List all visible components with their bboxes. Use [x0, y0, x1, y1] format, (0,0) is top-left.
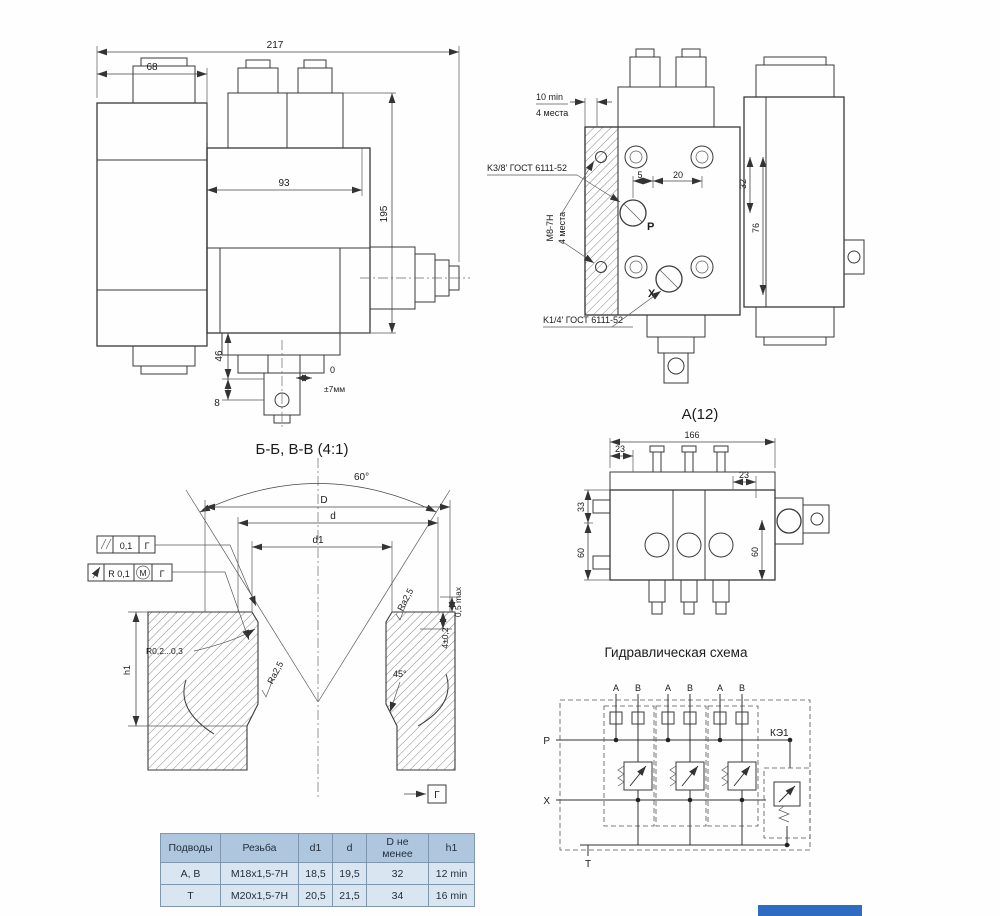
table-cell: 12 min	[428, 862, 475, 885]
schema-title: Гидравлическая схема	[605, 645, 748, 660]
col-h1: h1	[428, 833, 475, 863]
col-rezba: Резьба	[220, 833, 299, 863]
places-4-top: 4 места	[536, 108, 568, 118]
table-cell: M18x1,5-7Н	[220, 862, 299, 885]
dim-05max: 0,5 max	[453, 586, 463, 617]
dim-4tol: 4±0,2	[440, 627, 450, 648]
table-cell: 21,5	[332, 884, 367, 907]
table-row: А, В M18x1,5-7Н 18,5 19,5 32 12 min	[160, 862, 475, 885]
table-cell: 16 min	[428, 884, 475, 907]
col-d1: d1	[298, 833, 333, 863]
thread-k14-label: K1/4' ГОСТ 6111-52	[543, 315, 623, 325]
dim-166: 166	[684, 430, 699, 440]
dim-32: 32	[738, 179, 748, 189]
dim-46: 46	[214, 350, 225, 362]
dim-68: 68	[146, 62, 158, 73]
dim-23-left: 23	[615, 444, 625, 454]
places-4-side: 4 места	[557, 212, 567, 244]
a12-title: А(12)	[682, 406, 719, 423]
dim-d: d	[330, 511, 336, 522]
dim-8: 8	[214, 398, 220, 409]
hydraulic-schema: Гидравлическая схема P X Т А В А В	[543, 645, 811, 870]
dim-h1: h1	[122, 665, 132, 675]
table-cell: M20x1,5-7Н	[220, 884, 299, 907]
ports-table: Подводы Резьба d1 d D не менее h1 А, В M…	[160, 833, 475, 907]
line-p-label: P	[543, 736, 550, 747]
col-d: d	[332, 833, 367, 863]
dim-195: 195	[379, 205, 390, 222]
line-x-label: X	[543, 796, 550, 807]
frame2-datum: Г	[160, 569, 165, 579]
dim-tolerance: ±7мм	[324, 384, 345, 394]
table-cell: 32	[366, 862, 429, 885]
dim-217: 217	[267, 40, 284, 51]
ra-left: Ra2,5	[265, 660, 285, 686]
frame1-datum: Г	[145, 541, 150, 551]
table-cell: Т	[160, 884, 221, 907]
section-view: Б-Б, В-В (4:1) 60° D d d1 0,1 Г	[87, 441, 463, 804]
m8-thread-label: М8-7Н	[545, 214, 555, 241]
angle-45: 45°	[393, 669, 407, 679]
bottom-blue-strip	[758, 905, 862, 916]
port-a-label: А	[717, 683, 723, 693]
port-a-label: А	[665, 683, 671, 693]
table-cell: 34	[366, 884, 429, 907]
port-p-label: P	[647, 221, 654, 233]
port-b-label: В	[687, 683, 693, 693]
line-t-label: Т	[585, 859, 591, 870]
a12-view: А(12) 166 23 23	[576, 406, 830, 615]
port-x-label: X	[648, 288, 656, 300]
dim-zero: 0	[330, 365, 335, 375]
table-cell: А, В	[160, 862, 221, 885]
table-cell: 19,5	[332, 862, 367, 885]
ra-right: Ra2,5	[395, 587, 415, 613]
section-title: Б-Б, В-В (4:1)	[255, 441, 348, 458]
col-podvody: Подводы	[160, 833, 221, 863]
port-a-label: А	[613, 683, 619, 693]
dim-60-right: 60	[750, 547, 760, 557]
frame2-modifier: М	[139, 568, 146, 578]
dim-23-right: 23	[739, 470, 749, 480]
thread-k38-label: K3/8' ГОСТ 6111-52	[487, 163, 567, 173]
side-view: 217 68 93 195 46 8 0 ±7мм	[96, 40, 470, 430]
dim-d1: d1	[312, 535, 324, 546]
dim-33: 33	[576, 502, 586, 512]
port-b-label: В	[635, 683, 641, 693]
dim-D: D	[320, 495, 327, 506]
view-g-label: Г	[434, 790, 440, 801]
table-row: Т M20x1,5-7Н 20,5 21,5 34 16 min	[160, 884, 475, 907]
dim-60-left: 60	[576, 548, 586, 558]
dim-20: 20	[673, 170, 683, 180]
dim-5: 5	[637, 170, 642, 180]
table-cell: 18,5	[298, 862, 333, 885]
frame1-tolerance: 0,1	[120, 541, 133, 551]
front-view: 10 min 4 места K3/8' ГОСТ 6111-52 М8-7Н …	[487, 48, 865, 384]
ke1-label: КЭ1	[770, 728, 789, 739]
frame2-tolerance: R 0,1	[108, 569, 130, 579]
dim-10min: 10 min	[536, 92, 563, 102]
dim-76: 76	[751, 223, 761, 233]
radius-note: R0,2...0,3	[146, 646, 183, 656]
col-d-min: D не менее	[366, 833, 429, 863]
port-b-label: В	[739, 683, 745, 693]
table-cell: 20,5	[298, 884, 333, 907]
dim-93: 93	[278, 178, 290, 189]
table-header-row: Подводы Резьба d1 d D не менее h1	[160, 833, 475, 863]
angle-60: 60°	[354, 472, 369, 483]
